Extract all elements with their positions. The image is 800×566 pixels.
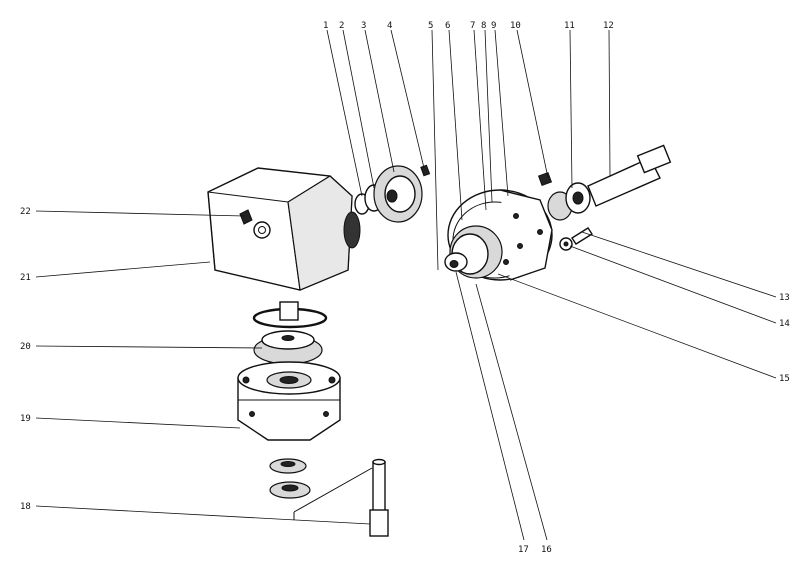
pinion-gear-set [354, 164, 431, 223]
callout-15: 15 [779, 374, 790, 384]
vertical-shaft [293, 458, 389, 537]
output-shaft-assembly [444, 144, 672, 281]
callout-21: 21 [20, 273, 31, 283]
callout-16: 16 [541, 545, 552, 555]
callout-labels: 1 2 3 4 5 6 7 8 9 10 11 12 13 14 15 16 1… [20, 21, 790, 555]
callout-7: 7 [470, 21, 475, 31]
callout-20: 20 [20, 342, 31, 352]
callout-12: 12 [603, 21, 614, 31]
callout-13: 13 [779, 293, 790, 303]
callout-4: 4 [387, 21, 392, 31]
bearing-carrier [237, 361, 341, 441]
callout-19: 19 [20, 414, 31, 424]
callout-5: 5 [428, 21, 433, 31]
callout-22: 22 [20, 207, 31, 217]
leader-lines [35, 29, 777, 541]
callout-11: 11 [564, 21, 575, 31]
callout-10: 10 [510, 21, 521, 31]
callout-1: 1 [323, 21, 328, 31]
gearbox-housing [207, 167, 361, 291]
callout-17: 17 [518, 545, 529, 555]
bevel-gear [253, 301, 323, 365]
callout-6: 6 [445, 21, 450, 31]
callout-14: 14 [779, 319, 790, 329]
callout-8: 8 [481, 21, 486, 31]
callout-3: 3 [361, 21, 366, 31]
callout-2: 2 [339, 21, 344, 31]
callout-9: 9 [491, 21, 496, 31]
lower-bearings [269, 458, 311, 499]
callout-18: 18 [20, 502, 31, 512]
